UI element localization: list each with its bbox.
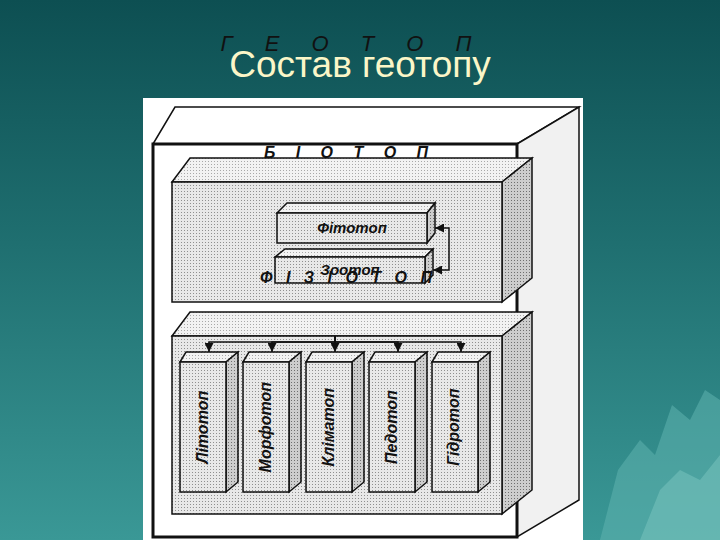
component-box: Морфотоп — [243, 352, 301, 492]
component-box: Педотоп — [369, 352, 427, 492]
component-box: Гідротоп — [432, 352, 490, 492]
arrow-connector — [433, 228, 449, 270]
box-side-face — [352, 352, 364, 492]
group-heading: Г Е О Т О П — [221, 31, 472, 56]
box-side-face — [502, 312, 532, 514]
arrow-connector — [334, 336, 336, 352]
box-label: Педотоп — [383, 390, 401, 464]
box-top-face — [172, 158, 532, 182]
box-top-face — [172, 312, 532, 336]
box-top-face — [153, 107, 579, 144]
group-box: Ф І З І О Т О ПЛітотопМорфотопКліматопПе… — [172, 312, 532, 514]
box-side-face — [226, 352, 238, 492]
box-label: Фітотоп — [317, 219, 387, 236]
group-box: Г Е О Т О ПБ І О Т О ПФітотопЗоотопФ І З… — [153, 107, 579, 537]
box-label: Кліматоп — [320, 388, 338, 467]
box-top-face — [275, 249, 433, 257]
arrow-connector — [209, 336, 335, 352]
mountain-shape — [600, 390, 720, 540]
box-side-face — [502, 158, 532, 302]
arrow-connector — [335, 336, 461, 352]
box-label: Літотоп — [194, 391, 212, 464]
box-front-face — [172, 336, 502, 514]
box-side-face — [289, 352, 301, 492]
box-front-face — [153, 144, 517, 537]
mountain-shape — [640, 455, 720, 540]
box-front-face — [243, 362, 289, 492]
box-top-face — [277, 203, 435, 213]
box-front-face — [180, 362, 226, 492]
box-side-face — [427, 203, 435, 243]
box-front-face — [369, 362, 415, 492]
white-panel — [143, 98, 583, 540]
box-front-face — [277, 213, 427, 243]
group-heading: Б І О Т О П — [264, 144, 428, 162]
box-side-face — [415, 352, 427, 492]
box-label: Гідротоп — [446, 388, 464, 465]
component-box: Літотоп — [180, 352, 238, 492]
box-label: Морфотоп — [257, 382, 275, 472]
component-box: Кліматоп — [306, 352, 364, 492]
box-front-face — [172, 182, 502, 302]
box-front-face — [306, 362, 352, 492]
box-front-face — [432, 362, 478, 492]
component-box: Фітотоп — [277, 203, 435, 243]
arrow-connector — [335, 336, 398, 352]
box-side-face — [478, 352, 490, 492]
arrow-connector — [272, 336, 335, 352]
group-heading: Ф І З І О Т О П — [260, 269, 432, 287]
